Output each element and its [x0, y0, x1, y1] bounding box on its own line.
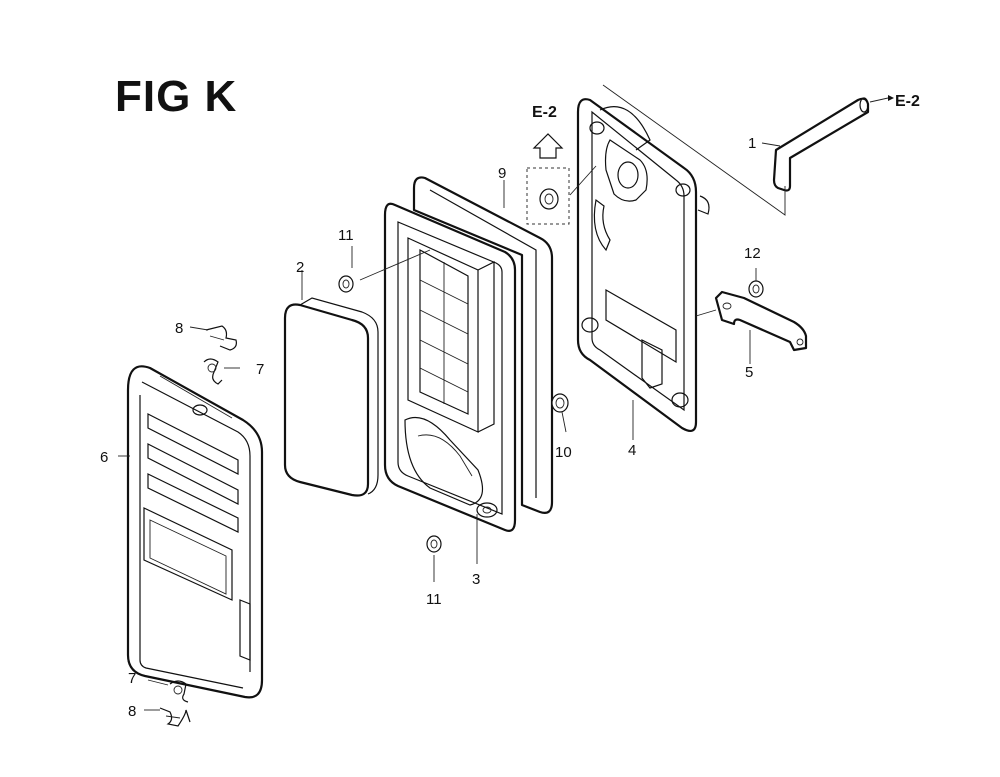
callout-11-upper: 11: [338, 227, 354, 244]
leader-lines: [118, 84, 894, 711]
callout-8-lower: 8: [128, 703, 136, 720]
part-3-air-cleaner-case[interactable]: [383, 202, 517, 532]
part-8-clip-lower[interactable]: [159, 707, 191, 727]
part-1-breather-tube[interactable]: [772, 97, 870, 192]
callout-1: 1: [748, 135, 756, 152]
ref-label-e2-upper: E-2: [532, 104, 557, 121]
e2-reference-nut: [526, 167, 570, 225]
callout-3: 3: [472, 571, 480, 588]
callout-12: 12: [744, 245, 761, 262]
callout-6: 6: [100, 449, 108, 466]
part-10-nut[interactable]: [551, 393, 569, 413]
callout-8-upper: 8: [175, 320, 183, 337]
part-11-nut-upper[interactable]: [338, 275, 354, 293]
callout-10: 10: [555, 444, 572, 461]
part-5-bracket[interactable]: [714, 290, 808, 352]
figure-title: FIG K: [115, 72, 238, 121]
callout-4: 4: [628, 442, 636, 459]
part-12-nut[interactable]: [748, 280, 764, 298]
callout-5: 5: [745, 364, 753, 381]
callout-7-lower: 7: [128, 670, 136, 687]
part-2-filter-element[interactable]: [283, 297, 379, 497]
part-9-gasket[interactable]: [412, 176, 554, 514]
part-7-clip-lower[interactable]: [169, 680, 189, 703]
part-11-nut-lower[interactable]: [426, 535, 442, 553]
callout-9: 9: [498, 165, 506, 182]
part-8-clip-upper[interactable]: [205, 325, 237, 351]
callout-2: 2: [296, 259, 304, 276]
callout-7-upper: 7: [256, 361, 264, 378]
callout-11-lower: 11: [426, 591, 442, 608]
part-6-air-cleaner-cover[interactable]: [126, 365, 264, 699]
part-7-clip-upper[interactable]: [203, 358, 223, 385]
part-4-base-plate[interactable]: [576, 98, 710, 432]
ref-label-e2-right: E-2: [895, 93, 920, 110]
